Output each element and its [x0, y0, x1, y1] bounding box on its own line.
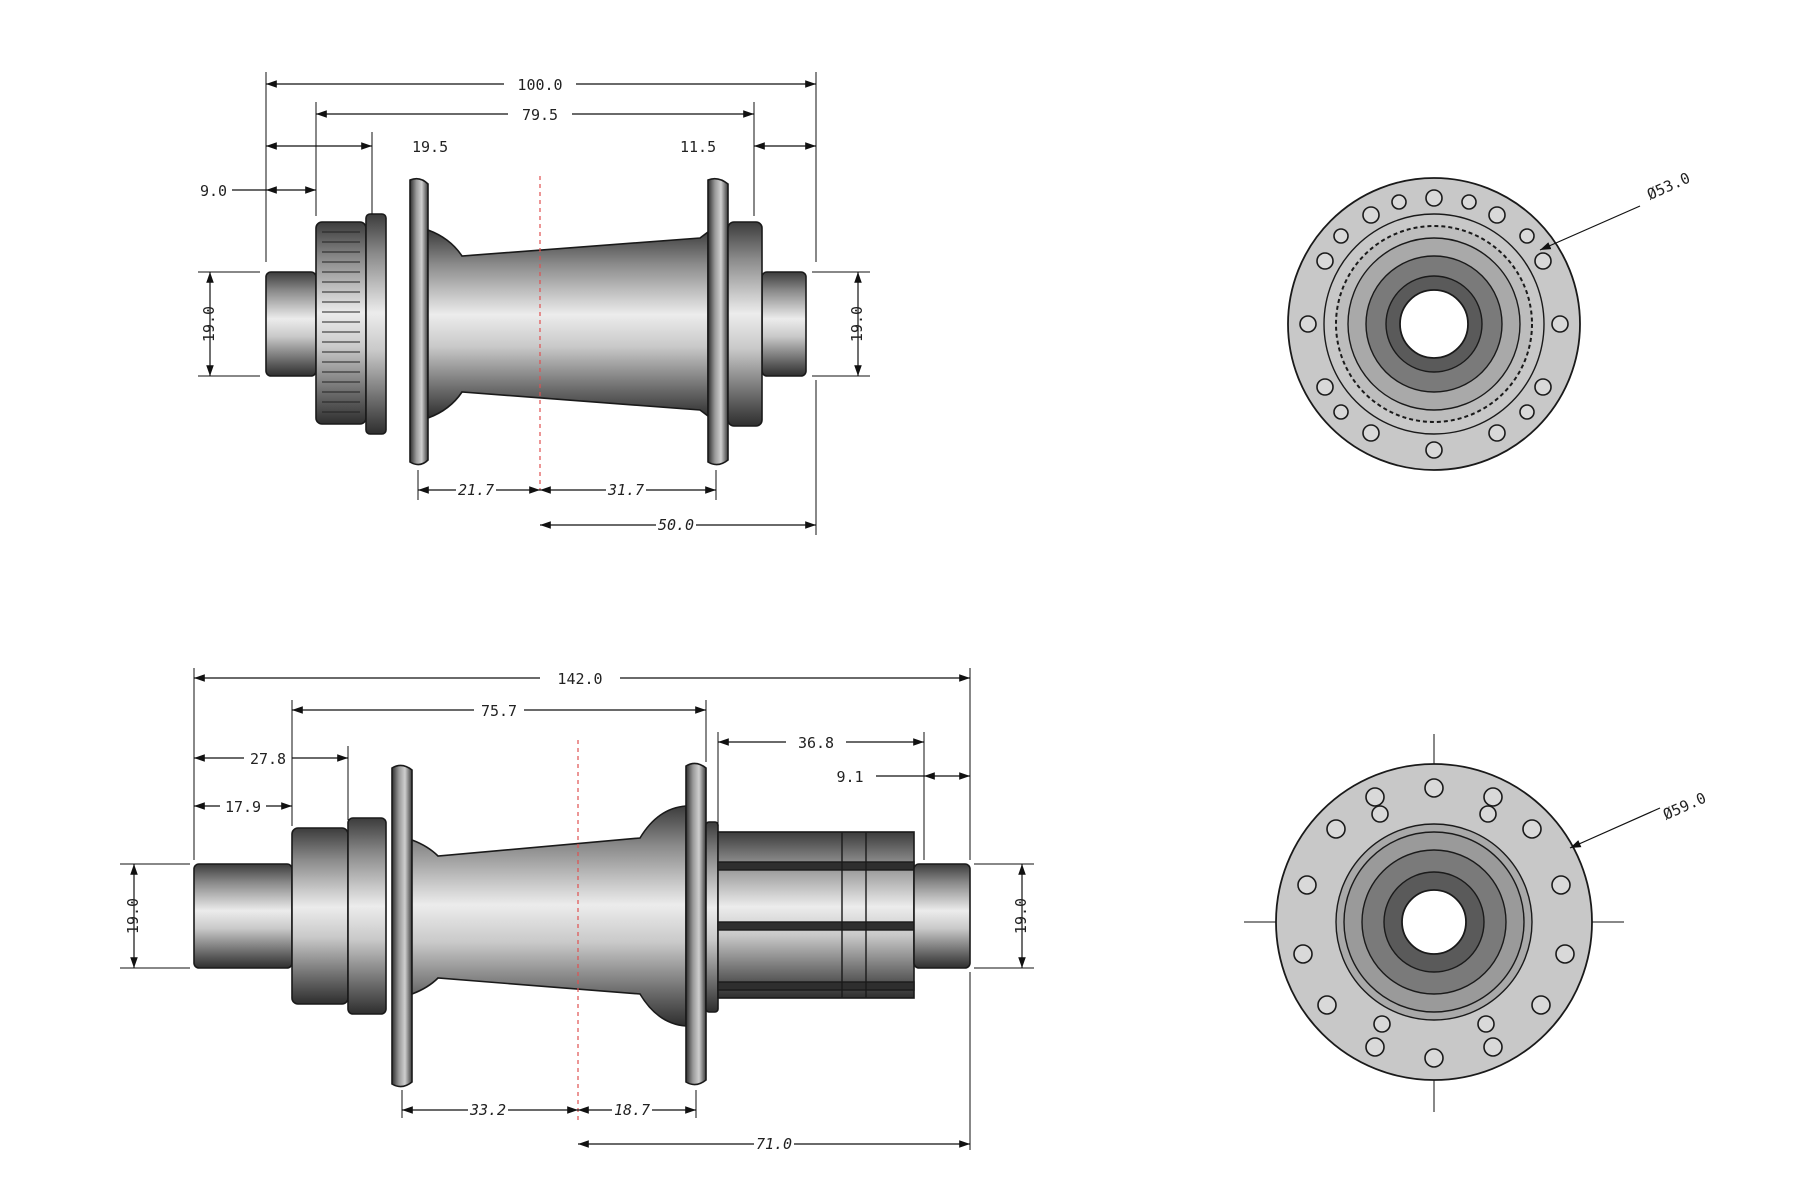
rear-right-flange — [685, 762, 707, 1086]
front-dim-half-width: 50.0 — [658, 516, 694, 534]
rear-dim-left-offset-inner: 17.9 — [225, 798, 261, 816]
rear-freehub-body — [717, 831, 915, 999]
rear-left-end-cap — [193, 863, 293, 969]
rear-dim-freehub-width: 36.8 — [798, 734, 834, 752]
rear-hub-side-view: 142.0 75.7 36.8 27.8 17.9 9.1 19.0 19.0 … — [120, 668, 1034, 1153]
rear-dim-right-end-offset: 9.1 — [836, 768, 863, 786]
front-hub-end-view: Ø53.0 — [1287, 169, 1693, 471]
front-dim-end-cap-left: 19.0 — [200, 306, 218, 342]
front-dim-rotor-offset: 9.0 — [200, 182, 227, 200]
rear-dim-flange-spacing: 75.7 — [481, 702, 517, 720]
front-flange-diameter: Ø53.0 — [1644, 169, 1693, 204]
front-dim-overall-width: 100.0 — [517, 76, 562, 94]
rear-dim-overall-width: 142.0 — [557, 670, 602, 688]
front-right-flange — [707, 177, 729, 466]
rear-dim-end-cap-right: 19.0 — [1012, 898, 1030, 934]
rear-spoke-holes — [1293, 778, 1575, 1068]
front-dim-center-to-left-flange: 21.7 — [458, 481, 494, 499]
rear-left-spacer-1 — [291, 827, 349, 1005]
rear-freehub-splines — [717, 832, 915, 998]
rear-flange-diameter: Ø59.0 — [1660, 789, 1709, 824]
rear-hub-end-view: Ø59.0 — [1244, 734, 1709, 1112]
front-rotor-splines — [322, 231, 360, 413]
rear-right-end-cap — [913, 863, 971, 969]
front-spoke-holes — [1299, 189, 1569, 459]
front-axle-bore — [1399, 289, 1469, 359]
front-dim-right-offset: 11.5 — [680, 138, 716, 156]
front-left-end-cap — [265, 271, 317, 377]
rear-dim-center-to-left-flange: 33.2 — [469, 1101, 506, 1119]
rear-dim-end-cap-left: 19.0 — [124, 898, 142, 934]
front-dim-flange-spacing: 79.5 — [522, 106, 558, 124]
front-dim-left-offset: 19.5 — [412, 138, 448, 156]
rear-dim-half-width: 71.0 — [756, 1135, 792, 1153]
rear-left-spacer-2 — [347, 817, 387, 1015]
front-dim-center-to-right-flange: 31.7 — [607, 481, 644, 499]
rear-axle-bore — [1401, 889, 1467, 955]
rear-dim-center-to-right-flange: 18.7 — [614, 1101, 650, 1119]
rear-dim-left-offset-outer: 27.8 — [250, 750, 286, 768]
front-dim-end-cap-right: 19.0 — [848, 306, 866, 342]
front-hub-body — [427, 228, 709, 420]
rear-left-flange — [391, 764, 413, 1088]
rear-hub-body — [411, 805, 687, 1027]
front-left-flange — [409, 177, 429, 466]
front-right-end-cap — [761, 271, 807, 377]
front-hub-side-view: 100.0 79.5 19.5 11.5 9.0 19.0 19.0 21.7 … — [198, 72, 870, 535]
